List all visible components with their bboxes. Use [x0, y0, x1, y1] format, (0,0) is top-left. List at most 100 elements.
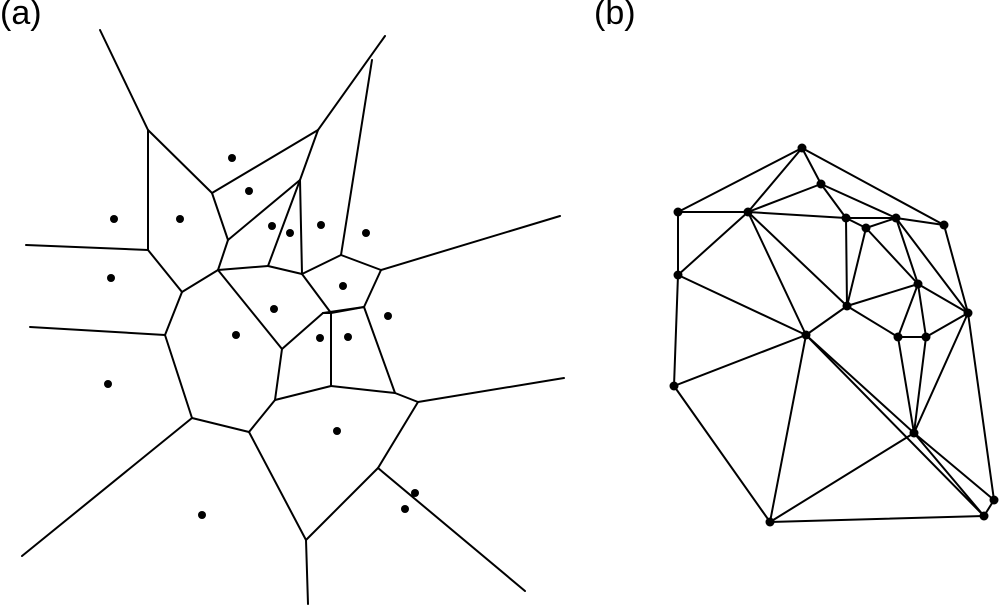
voronoi-site — [270, 305, 278, 313]
delaunay-edge — [747, 211, 807, 336]
voronoi-site — [411, 489, 419, 497]
delaunay-edge — [769, 334, 807, 523]
voronoi-edge — [377, 401, 419, 469]
voronoi-edge — [191, 417, 250, 433]
voronoi-edge — [217, 239, 229, 271]
voronoi-site — [268, 222, 276, 230]
voronoi-edge — [274, 385, 332, 401]
voronoi-edge — [301, 254, 342, 275]
delaunay-vertex — [841, 213, 851, 223]
delaunay-edge — [769, 432, 915, 523]
voronoi-edge — [301, 273, 332, 314]
delaunay-edge — [913, 432, 985, 517]
panel-a-label: (a) — [0, 0, 42, 32]
delaunay-edge — [747, 211, 848, 307]
delaunay-edge — [846, 227, 867, 307]
voronoi-edge — [380, 215, 561, 271]
delaunay-vertex — [673, 207, 683, 217]
voronoi-edge — [330, 385, 396, 394]
delaunay-edge — [917, 283, 969, 314]
delaunay-edge — [895, 217, 945, 226]
voronoi-site — [333, 427, 341, 435]
voronoi-edge — [363, 306, 396, 394]
voronoi-edge — [217, 269, 283, 350]
voronoi-site — [362, 229, 370, 237]
delaunay-edge — [845, 217, 848, 307]
delaunay-edge — [846, 305, 899, 338]
delaunay-vertex — [743, 207, 753, 217]
voronoi-edge — [211, 192, 229, 241]
delaunay-vertex — [913, 279, 923, 289]
delaunay-edge — [673, 385, 771, 523]
delaunay-edge — [917, 283, 927, 338]
delaunay-edge — [677, 211, 749, 276]
delaunay-edge — [865, 217, 897, 229]
delaunay-edge — [820, 183, 847, 219]
delaunay-vertex — [963, 308, 973, 318]
delaunay-vertex — [979, 511, 989, 521]
voronoi-site — [176, 215, 184, 223]
delaunay-edge — [747, 211, 847, 219]
delaunay-edge — [805, 305, 848, 336]
panel-b-label: (b) — [594, 0, 636, 32]
delaunay-vertex — [909, 428, 919, 438]
delaunay-edge — [865, 227, 919, 285]
voronoi-edge — [248, 431, 307, 541]
delaunay-edge — [913, 432, 995, 501]
delaunay-vertex — [765, 517, 775, 527]
voronoi-edge — [281, 312, 324, 350]
delaunay-vertex — [921, 332, 931, 342]
voronoi-edge — [267, 179, 301, 267]
delaunay-edge — [897, 336, 915, 434]
voronoi-edge — [340, 254, 382, 271]
delaunay-triangulation — [673, 147, 995, 523]
voronoi-site — [110, 215, 118, 223]
voronoi-edge — [21, 417, 193, 557]
voronoi-edge — [211, 129, 319, 194]
delaunay-edge — [801, 147, 945, 226]
voronoi-edge — [274, 348, 283, 401]
delaunay-edge — [913, 312, 969, 434]
voronoi-site — [245, 187, 253, 195]
voronoi-edge — [29, 326, 166, 336]
voronoi-site — [317, 221, 325, 229]
delaunay-vertex — [861, 223, 871, 233]
delaunay-edge — [897, 283, 919, 338]
delaunay-edge — [673, 274, 679, 387]
voronoi-edge — [317, 35, 386, 131]
voronoi-edge — [267, 265, 303, 275]
voronoi-edge — [305, 539, 309, 605]
delaunay-vertex — [893, 332, 903, 342]
voronoi-site — [198, 511, 206, 519]
voronoi-edge — [217, 265, 269, 271]
delaunay-vertex — [989, 495, 999, 505]
delaunay-vertex — [797, 143, 807, 153]
voronoi-edge — [377, 467, 526, 592]
voronoi-site — [344, 333, 352, 341]
delaunay-edge — [943, 224, 969, 314]
voronoi-edge — [164, 291, 183, 336]
voronoi-sites — [104, 154, 419, 519]
voronoi-site — [228, 154, 236, 162]
delaunay-vertex — [816, 179, 826, 189]
delaunay-vertex — [673, 270, 683, 280]
delaunay-edge — [895, 217, 919, 285]
voronoi-edge — [394, 392, 419, 403]
voronoi-edge — [181, 269, 219, 293]
voronoi-edge — [164, 334, 193, 419]
delaunay-edge — [967, 312, 995, 501]
voronoi-site — [384, 312, 392, 320]
delaunay-edge — [747, 147, 803, 213]
delaunay-edge — [673, 334, 807, 387]
delaunay-edge — [677, 274, 807, 336]
voronoi-site — [401, 505, 409, 513]
voronoi-site — [107, 274, 115, 282]
voronoi-edge — [147, 249, 183, 293]
delaunay-vertex — [801, 330, 811, 340]
delaunay-edge — [913, 336, 927, 434]
voronoi-edge — [305, 467, 379, 541]
voronoi-edge — [340, 59, 373, 256]
delaunay-vertex — [939, 220, 949, 230]
voronoi-edge — [248, 399, 276, 433]
